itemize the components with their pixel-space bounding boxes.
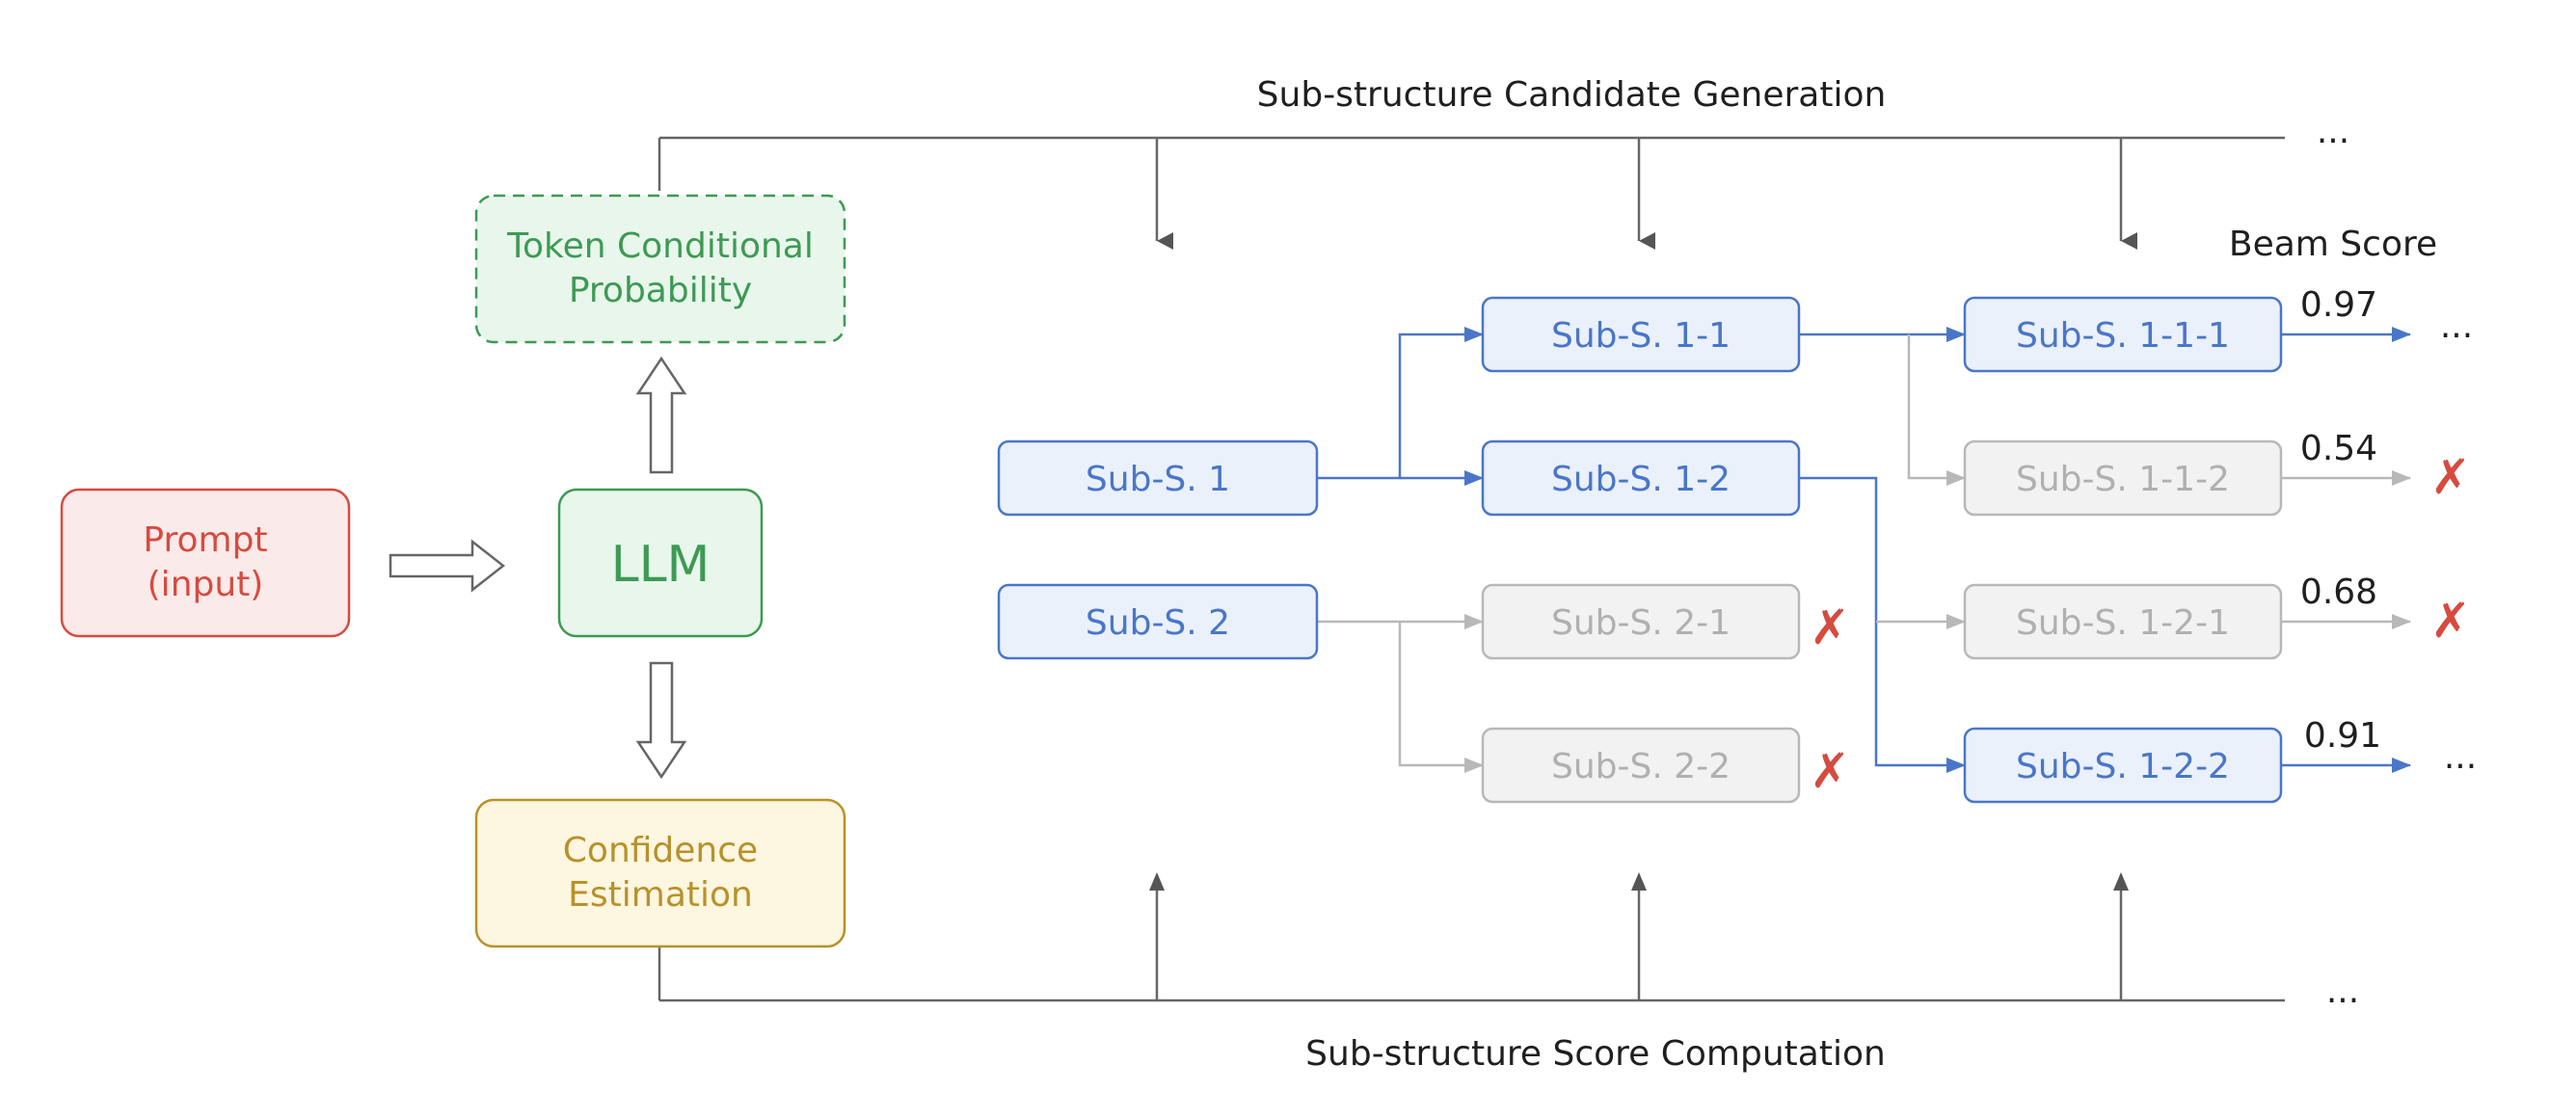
- node-sub-s-1-label: Sub-S. 1: [1086, 460, 1230, 499]
- confidence-estimation-box: Confidence Estimation: [474, 798, 846, 948]
- score-connector: [657, 872, 2285, 1002]
- node-sub-s-2-1-label: Sub-S. 2-1: [1551, 603, 1731, 643]
- llm-up-arrow: [635, 356, 687, 474]
- llm-box: LLM: [557, 488, 764, 638]
- continue-ellipsis-1-2-2: ...: [2444, 737, 2477, 777]
- node-sub-s-1-2: Sub-S. 1-2: [1481, 439, 1801, 517]
- prompt-sublabel: (input): [148, 565, 264, 604]
- reject-mark-2-2: ✗: [1810, 743, 1850, 799]
- generation-ellipsis: ...: [2317, 112, 2349, 151]
- node-sub-s-1-1-1-label: Sub-S. 1-1-1: [2016, 316, 2230, 356]
- node-sub-s-1-2-label: Sub-S. 1-2: [1551, 460, 1731, 499]
- node-sub-s-1-2-2-label: Sub-S. 1-2-2: [2016, 747, 2230, 786]
- node-sub-s-1-2-2: Sub-S. 1-2-2: [1963, 727, 2283, 804]
- llm-label: LLM: [611, 536, 711, 594]
- score-ellipsis: ...: [2326, 972, 2359, 1011]
- beam-edges-kept: [1317, 327, 2411, 773]
- llm-down-arrow: [635, 661, 687, 780]
- reject-mark-1-1-2: ✗: [2430, 449, 2471, 505]
- token-probability-sublabel: Probability: [569, 271, 752, 310]
- prompt-box: Prompt (input): [60, 488, 351, 638]
- bottom-score-label: Sub-structure Score Computation: [1305, 1034, 1886, 1074]
- confidence-label: Confidence: [563, 831, 758, 870]
- node-sub-s-1-1-label: Sub-S. 1-1: [1551, 316, 1731, 356]
- candidate-generation-label: Sub-structure Candidate Generation: [1257, 75, 1887, 115]
- node-sub-s-1-1-1: Sub-S. 1-1-1: [1963, 296, 2283, 373]
- node-sub-s-2-1: Sub-S. 2-1: [1481, 583, 1801, 660]
- reject-mark-2-1: ✗: [1810, 599, 1850, 655]
- token-probability-label: Token Conditional: [506, 226, 814, 266]
- node-sub-s-1-1-2-label: Sub-S. 1-1-2: [2016, 460, 2230, 499]
- node-sub-s-1: Sub-S. 1: [997, 439, 1319, 517]
- reject-mark-1-2-1: ✗: [2430, 593, 2471, 649]
- beam-score-1-2-1: 0.68: [2300, 572, 2377, 612]
- node-sub-s-1-1: Sub-S. 1-1: [1481, 296, 1801, 373]
- beam-score-1-1-2: 0.54: [2300, 429, 2377, 468]
- beam-score-1-2-2: 0.91: [2304, 716, 2381, 756]
- token-probability-box: Token Conditional Probability: [474, 194, 846, 344]
- node-sub-s-1-2-1-label: Sub-S. 1-2-1: [2016, 603, 2230, 643]
- node-sub-s-2-label: Sub-S. 2: [1086, 603, 1230, 643]
- node-sub-s-2-2: Sub-S. 2-2: [1481, 727, 1801, 804]
- node-sub-s-1-2-1: Sub-S. 1-2-1: [1963, 583, 2283, 660]
- beam-edges-pruned: [1317, 334, 2411, 773]
- prompt-label: Prompt: [143, 520, 267, 560]
- node-sub-s-2-2-label: Sub-S. 2-2: [1551, 747, 1731, 786]
- node-sub-s-1-1-2: Sub-S. 1-1-2: [1963, 439, 2283, 517]
- node-sub-s-2: Sub-S. 2: [997, 583, 1319, 660]
- prompt-to-llm-arrow: [389, 539, 506, 593]
- beam-score-header: Beam Score: [2229, 225, 2437, 264]
- generation-connector: [657, 136, 2285, 250]
- confidence-sublabel: Estimation: [568, 875, 753, 915]
- continue-ellipsis-1-1-1: ...: [2440, 306, 2473, 346]
- beam-score-1-1-1: 0.97: [2300, 285, 2377, 325]
